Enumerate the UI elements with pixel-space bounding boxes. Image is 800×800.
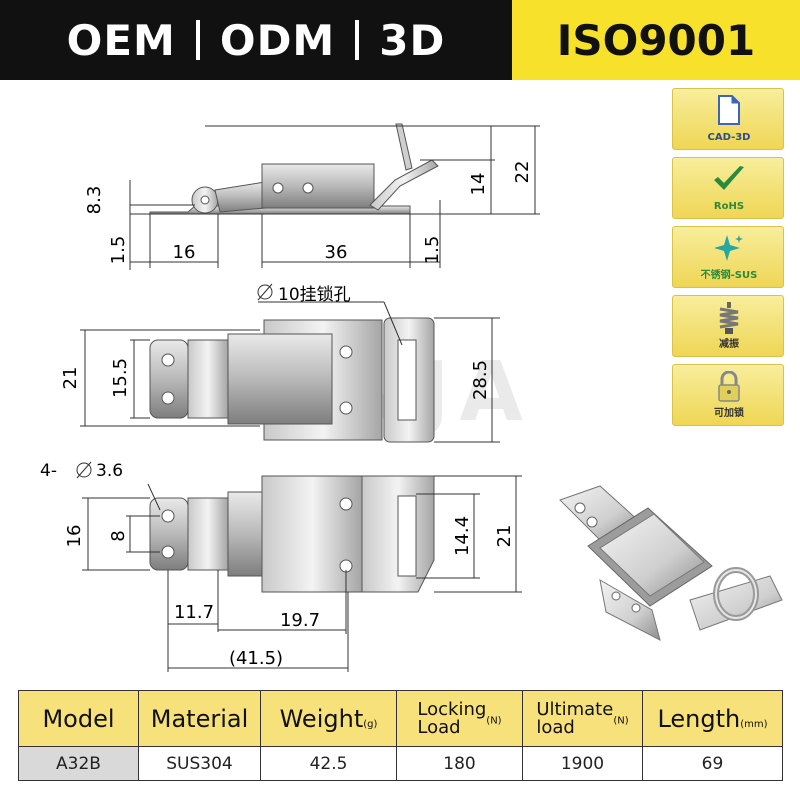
side-view: 8.3 1.5 16 36 1.5 14 22 xyxy=(84,123,540,270)
dim-top-21: 21 xyxy=(60,367,81,390)
cad-document-icon xyxy=(718,95,740,125)
diameter-symbol xyxy=(257,284,273,300)
padlock-hole-note: 10挂锁孔 xyxy=(278,285,351,305)
checkmark-icon xyxy=(714,166,744,190)
feature-banner: OEM ODM 3D xyxy=(0,0,512,80)
padlock-icon xyxy=(718,371,740,402)
dim-bottom-21: 21 xyxy=(494,525,515,548)
badge-lockable: 可加锁 xyxy=(672,364,784,426)
table-row: A32B SUS304 42.5 180 1900 69 xyxy=(18,746,783,781)
sparkle-icon xyxy=(714,235,743,261)
badge-cad-3d: CAD-3D xyxy=(672,88,784,150)
header-weight: Weight(g) xyxy=(260,690,397,747)
banner-item-3d: 3D xyxy=(379,15,446,65)
banner-item-oem: OEM xyxy=(66,15,176,65)
diameter-symbol xyxy=(76,462,92,478)
dim-bottom-14-4: 14.4 xyxy=(452,516,473,556)
dim-side-14: 14 xyxy=(468,173,489,196)
dim-side-1-5-right: 1.5 xyxy=(422,236,443,265)
bottom-view: 4- 3.6 16 8 14.4 21 11.7 19.7 (41.5) xyxy=(40,461,522,672)
dim-bottom-16: 16 xyxy=(64,525,85,548)
dim-bottom-11-7: 11.7 xyxy=(174,602,214,623)
badge-label: 减振 xyxy=(719,339,739,350)
dim-side-8-3: 8.3 xyxy=(84,186,105,215)
badge-rohs: RoHS xyxy=(672,157,784,219)
badge-stainless-steel: 不锈钢-SUS xyxy=(672,226,784,288)
technical-drawing: TANJA 8.3 1 xyxy=(40,123,783,672)
dim-side-1-5-left: 1.5 xyxy=(108,236,129,265)
cell-model: A32B xyxy=(18,746,139,781)
banner-divider xyxy=(355,20,360,60)
badge-damping: 减振 xyxy=(672,295,784,357)
iso-banner: ISO9001 xyxy=(512,0,800,80)
cell-material: SUS304 xyxy=(138,746,261,781)
dim-top-15-5: 15.5 xyxy=(110,358,131,398)
banner-item-odm: ODM xyxy=(219,15,336,65)
dim-bottom-8: 8 xyxy=(108,530,129,541)
header-material: Material xyxy=(138,690,261,747)
header-length: Length(mm) xyxy=(642,690,783,747)
badge-label: 不锈钢-SUS xyxy=(700,270,758,281)
top-view: 10挂锁孔 21 15.5 28.5 xyxy=(60,283,500,443)
banner-divider xyxy=(195,20,200,60)
feature-badges: CAD-3D RoHS 不锈钢-SUS 减振 xyxy=(672,88,790,433)
iso-label: ISO9001 xyxy=(556,15,756,65)
header-model: Model xyxy=(18,690,139,747)
dim-bottom-41-5: (41.5) xyxy=(229,648,283,669)
dim-top-28-5: 28.5 xyxy=(470,360,491,400)
cell-locking-load: 180 xyxy=(396,746,523,781)
badge-label: 可加锁 xyxy=(714,408,744,419)
hole-count-note: 4- xyxy=(40,461,57,481)
product-photo xyxy=(559,485,783,641)
cell-length: 69 xyxy=(642,746,783,781)
badge-label: CAD-3D xyxy=(707,132,751,143)
dim-side-16: 16 xyxy=(173,242,196,263)
dim-side-36: 36 xyxy=(325,242,348,263)
badge-label: RoHS xyxy=(713,201,745,212)
spring-icon xyxy=(719,302,739,334)
hole-diameter: 3.6 xyxy=(96,461,123,481)
dim-side-22: 22 xyxy=(512,161,533,184)
dim-bottom-19-7: 19.7 xyxy=(280,610,320,631)
cell-weight: 42.5 xyxy=(260,746,397,781)
cell-ultimate-load: 1900 xyxy=(522,746,643,781)
